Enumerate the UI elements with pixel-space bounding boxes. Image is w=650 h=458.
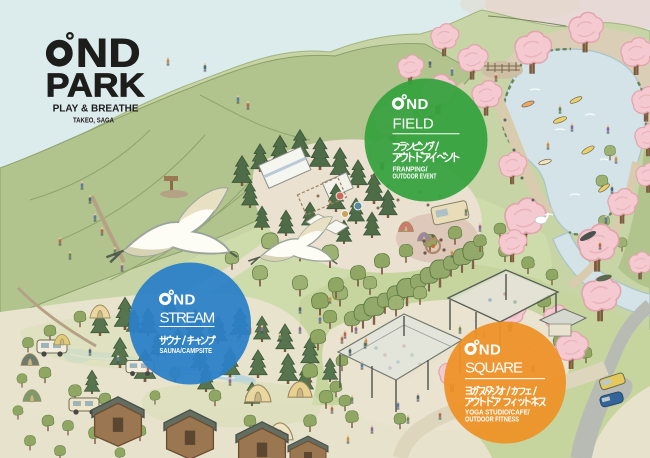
svg-text:ND: ND <box>173 291 195 308</box>
svg-text:SQUARE: SQUARE <box>465 359 523 376</box>
svg-text:OUTDOOR EVENT: OUTDOOR EVENT <box>393 174 438 181</box>
svg-text:YOGA STUDIO/CAFE/: YOGA STUDIO/CAFE/ <box>465 409 530 416</box>
svg-text:OUTDOOR FITNESS: OUTDOOR FITNESS <box>465 417 519 424</box>
svg-text:TAKEO, SAGA: TAKEO, SAGA <box>73 116 114 125</box>
svg-text:FIELD: FIELD <box>393 115 435 132</box>
svg-text:STREAM: STREAM <box>160 309 215 326</box>
svg-text:PLAY & BREATHE: PLAY & BREATHE <box>53 104 139 115</box>
svg-text:ND: ND <box>479 341 501 358</box>
svg-text:SAUNA/CAMPSITE: SAUNA/CAMPSITE <box>160 348 213 355</box>
svg-text:FRANPING/: FRANPING/ <box>393 166 428 173</box>
svg-text:ND: ND <box>76 32 141 76</box>
svg-text:ND: ND <box>406 96 428 113</box>
svg-text:PARK: PARK <box>46 67 145 104</box>
